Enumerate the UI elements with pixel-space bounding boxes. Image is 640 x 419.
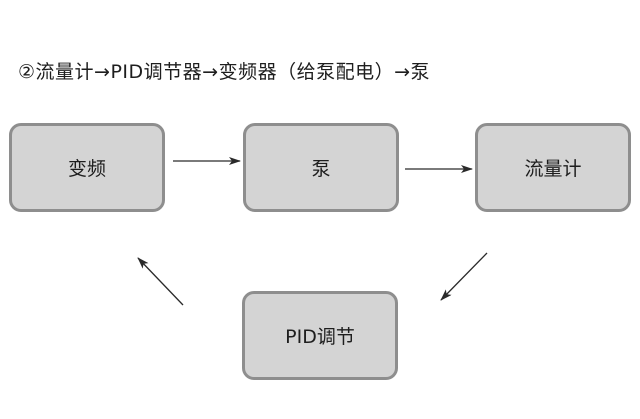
arrow-flowmeter-to-pid (440, 252, 488, 301)
arrow-pid-to-inverter (137, 257, 184, 306)
node-flowmeter: 流量计 (475, 123, 631, 212)
node-inverter: 变频 (9, 123, 165, 212)
node-inverter-label: 变频 (67, 158, 106, 180)
node-flowmeter-label: 流量计 (524, 158, 582, 180)
diagram-caption: ②流量计→PID调节器→变频器（给泵配电）→泵 (18, 61, 430, 83)
node-pump-label: 泵 (311, 158, 331, 180)
node-pump: 泵 (243, 123, 399, 212)
node-pid-label: PID调节 (285, 326, 355, 348)
node-pid: PID调节 (242, 291, 398, 380)
